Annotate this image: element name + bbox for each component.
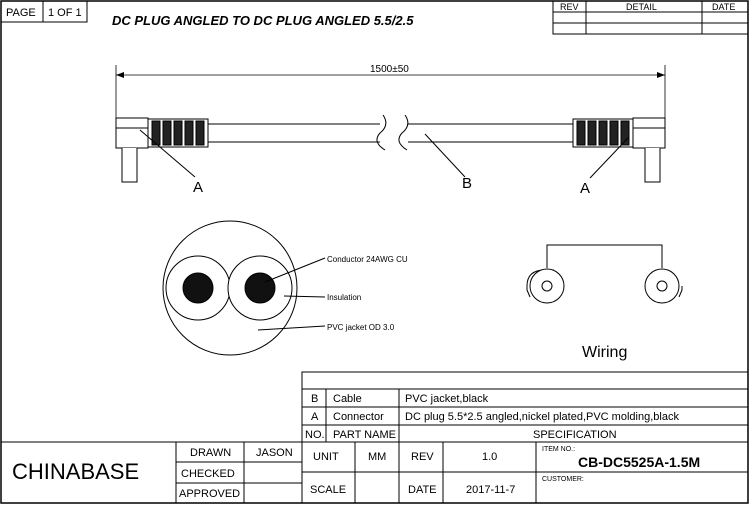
drawn-label: DRAWN [190,447,231,459]
item-no-label: ITEM NO.: [542,446,575,453]
drawn-value: JASON [256,447,293,459]
bom-row-b-no: B [311,393,318,405]
conductor-label: Conductor 24AWG CU [327,255,408,264]
scale-label: SCALE [310,484,346,496]
unit-value: MM [368,451,386,463]
unit-label: UNIT [313,451,339,463]
wiring-diagram [526,244,683,304]
bom-row-b-part: Cable [333,393,362,405]
page-label: PAGE [6,7,36,19]
page-value: 1 OF 1 [48,7,82,19]
wiring-label: Wiring [582,344,627,361]
date-value: 2017-11-7 [466,484,515,496]
callout-b: B [462,175,472,192]
jacket-label: PVC jacket OD 3.0 [327,323,395,332]
rev-header: REV [560,2,579,12]
revision-table: REV DETAIL DATE [552,0,749,35]
approved-label: APPROVED [179,488,240,500]
drawing-title: DC PLUG ANGLED TO DC PLUG ANGLED 5.5/2.5 [112,13,414,28]
cable-cross-section [162,220,326,356]
bom-header-part: PART NAME [333,429,396,441]
bom-row-a-part: Connector [333,411,384,423]
bom-header-no: NO. [305,429,325,441]
length-dim-text: 1500±50 [370,64,409,75]
detail-header: DETAIL [626,2,657,12]
company-name: CHINABASE [12,459,139,484]
bom-row-a-no: A [311,411,319,423]
date-header: DATE [712,2,735,12]
bom-header-spec: SPECIFICATION [533,429,617,441]
title-block [0,441,749,504]
length-dimension: 1500±50 [115,64,666,125]
callout-a-left: A [193,179,203,196]
insulation-label: Insulation [327,293,361,302]
customer-label: CUSTOMER: [542,476,584,483]
callout-a-right: A [580,180,590,197]
rev-value: 1.0 [482,451,497,463]
cable-assembly [115,114,666,183]
bom-row-b-spec: PVC jacket,black [405,393,489,405]
bom-row-a-spec: DC plug 5.5*2.5 angled,nickel plated,PVC… [405,411,679,423]
rev-label: REV [411,451,434,463]
page-box: PAGE 1 OF 1 [0,0,88,23]
item-no-value: CB-DC5525A-1.5M [578,454,700,470]
date-label: DATE [408,484,437,496]
checked-label: CHECKED [181,468,235,480]
